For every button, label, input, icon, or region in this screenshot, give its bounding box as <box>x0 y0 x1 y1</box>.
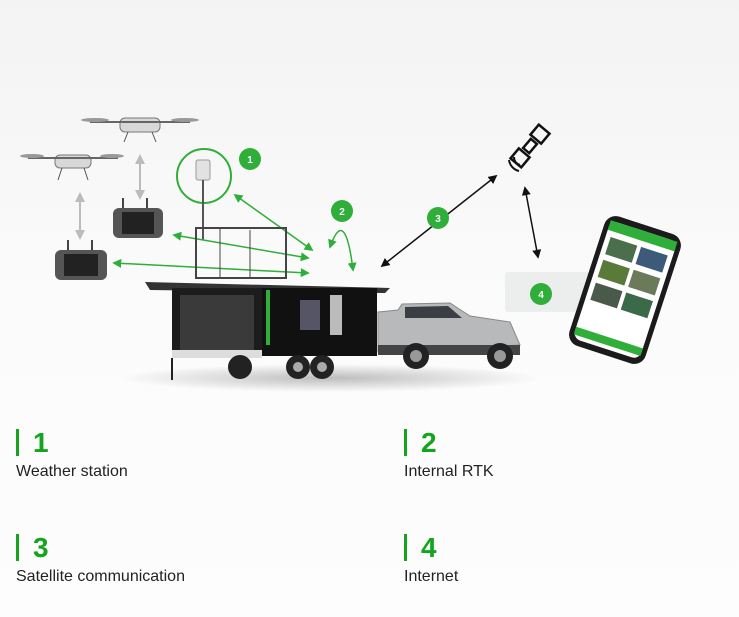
legend-number: 1 <box>16 429 49 457</box>
svg-text:3: 3 <box>435 214 441 225</box>
pickup-truck-image <box>377 302 521 369</box>
legend-label: Internet <box>404 568 459 585</box>
legend-number: 3 <box>16 534 49 562</box>
legend-label: Satellite communication <box>16 568 185 585</box>
svg-text:1: 1 <box>247 155 253 166</box>
svg-text:4: 4 <box>538 290 544 301</box>
weather-station-icon <box>195 159 211 240</box>
remote-controller-icon <box>55 240 107 280</box>
legend-label: Internal RTK <box>404 463 494 480</box>
badge-2: 2 <box>331 200 353 222</box>
badge-1: 1 <box>239 148 261 170</box>
signal-icon <box>508 156 521 172</box>
drone-icon <box>81 117 199 143</box>
mobile-trailer-image <box>145 227 390 380</box>
remote-controller-icon <box>113 198 163 238</box>
badge-3: 3 <box>427 207 449 229</box>
legend-number: 4 <box>404 534 437 562</box>
smartphone-app-image <box>569 216 681 364</box>
internet-link-arrow <box>521 186 542 259</box>
satellite-icon <box>508 122 552 170</box>
legend-label: Weather station <box>16 463 128 480</box>
drone-icon <box>20 154 124 181</box>
badge-4: 4 <box>530 283 552 305</box>
legend-number: 2 <box>404 429 437 457</box>
system-diagram: 1 2 3 4 <box>20 117 681 392</box>
svg-text:2: 2 <box>339 207 345 218</box>
